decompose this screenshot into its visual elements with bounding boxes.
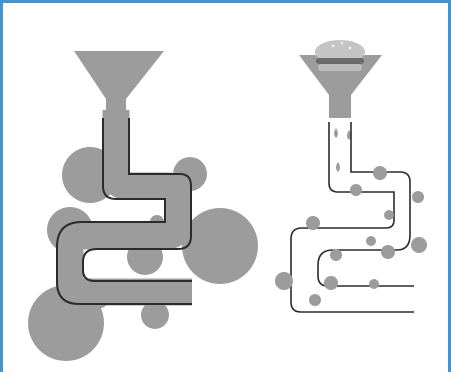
left-panel [28,51,258,361]
left-funnel [74,51,164,118]
burger-icon [315,40,365,71]
bead-group [275,166,427,306]
right-panel [275,40,427,312]
bulge-5 [182,208,258,284]
